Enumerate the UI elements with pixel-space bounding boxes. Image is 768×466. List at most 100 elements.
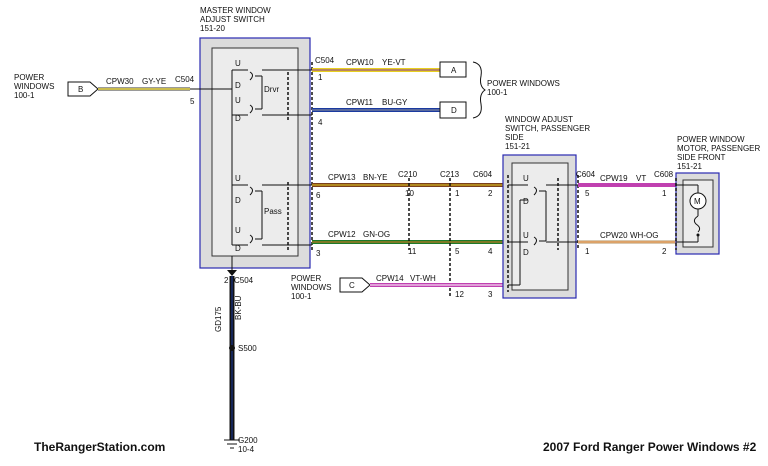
right-power-line2: 100-1	[487, 88, 508, 97]
right-power-line1: POWER WINDOWS	[487, 79, 560, 88]
tag-a-label: A	[451, 66, 457, 75]
c504-left-label: C504	[175, 75, 195, 84]
motor-c608-label: C608	[654, 170, 674, 179]
master-switch-title-3: 151-20	[200, 24, 225, 33]
drvr-u-label: U	[235, 59, 241, 68]
pass-sw-d: D	[523, 197, 529, 206]
master-window-switch: MASTER WINDOW ADJUST SWITCH 151-20 U D U…	[190, 6, 335, 285]
master-switch-title-1: MASTER WINDOW	[200, 6, 271, 15]
ground-circuit: GD175 BK-BU S500 G200 10-4	[214, 256, 258, 454]
ground-ref: 10-4	[238, 445, 255, 454]
pass-pin-dn: 4	[488, 247, 493, 256]
cpw20-color: WH-OG	[630, 231, 658, 240]
c210-pin-up: 10	[405, 189, 414, 198]
pass-sw-d2: D	[523, 248, 529, 257]
motor-title-4: 151-21	[677, 162, 702, 171]
mid-power-line1: POWER	[291, 274, 321, 283]
inline-connector-c213: C213 1 5 12	[440, 170, 464, 299]
motor-pin-2: 2	[662, 247, 667, 256]
mid-power-line3: 100-1	[291, 292, 312, 301]
pass-switch-title-2: SWITCH, PASSENGER	[505, 124, 590, 133]
connector-tag-a	[439, 61, 467, 78]
pass-switch-title-1: WINDOW ADJUST	[505, 115, 573, 124]
c210-pin-dn: 11	[408, 247, 417, 256]
left-power-line2: WINDOWS	[14, 82, 54, 91]
cpw19-color: VT	[636, 174, 646, 183]
pass-pin-out-up: 5	[585, 189, 590, 198]
wire-cpw12: CPW12 GN-OG	[312, 230, 508, 244]
left-power-line1: POWER	[14, 73, 44, 82]
ground-id: G200	[238, 436, 258, 445]
pass-u2-label: U	[235, 226, 241, 235]
pass-c604-out-label: C604	[576, 170, 596, 179]
wire-cpw13: CPW13 BN-YE	[312, 173, 508, 187]
pass-switch-title-4: 151-21	[505, 142, 530, 151]
c213-pin-up: 1	[455, 189, 460, 198]
cpw13-color: BN-YE	[363, 173, 387, 182]
pass-d2-label: D	[235, 244, 241, 253]
motor-m-label: M	[694, 197, 701, 206]
drvr-d-label: D	[235, 81, 241, 90]
pass-d-label: D	[235, 196, 241, 205]
pass-pin-up: 2	[488, 189, 493, 198]
c504-right-label: C504	[315, 56, 335, 65]
tag-b-label: B	[78, 85, 83, 94]
mid-power-line2: WINDOWS	[291, 283, 331, 292]
master-switch-body	[211, 47, 299, 257]
cpw10-circuit: CPW10	[346, 58, 374, 67]
c504-gnd-label: C504	[234, 276, 254, 285]
splice-label: S500	[238, 344, 257, 353]
pass-pin-out-dn: 1	[585, 247, 590, 256]
connector-tag-d	[439, 101, 467, 119]
cpw10-color: YE-VT	[382, 58, 406, 67]
tag-c-label: C	[349, 281, 355, 290]
wire-cpw10: CPW10 YE-VT A	[312, 58, 467, 78]
c210-label: C210	[398, 170, 418, 179]
connector-tag-b	[67, 81, 99, 97]
mid-power-ref: POWER WINDOWS 100-1 C	[291, 274, 371, 301]
pass-label: Pass	[264, 207, 282, 216]
left-power-ref: POWER WINDOWS 100-1 B CPW30 GY-YE C504	[14, 73, 195, 100]
pin-1: 1	[318, 73, 323, 82]
gd175-circuit: GD175	[214, 306, 223, 332]
pass-switch-title-3: SIDE	[505, 133, 524, 142]
drvr-d2-label: D	[235, 114, 241, 123]
splice-s500	[229, 345, 235, 351]
brace	[472, 61, 486, 119]
cpw20-circuit: CPW20	[600, 231, 628, 240]
cpw30-circuit: CPW30	[106, 77, 134, 86]
motor-title-2: MOTOR, PASSENGER	[677, 144, 760, 153]
cpw30-color: GY-YE	[142, 77, 166, 86]
pass-sw-u2: U	[523, 231, 529, 240]
master-switch-title-2: ADJUST SWITCH	[200, 15, 265, 24]
pin-2: 2	[224, 276, 229, 285]
wire-cpw14: CPW14 VT-WH	[370, 274, 508, 287]
left-power-line3: 100-1	[14, 91, 35, 100]
cpw12-color: GN-OG	[363, 230, 390, 239]
cpw13-circuit: CPW13	[328, 173, 356, 182]
c213-label: C213	[440, 170, 460, 179]
motor-title-3: SIDE FRONT	[677, 153, 726, 162]
pass-u-label: U	[235, 174, 241, 183]
c213-pin-dn: 5	[455, 247, 460, 256]
c213-pin-pwr: 12	[455, 290, 464, 299]
pass-sw-u: U	[523, 174, 529, 183]
tag-d-label: D	[451, 106, 457, 115]
motor-pin-1: 1	[662, 189, 667, 198]
motor-breaker	[693, 215, 701, 233]
passenger-window-switch: WINDOW ADJUST SWITCH, PASSENGER SIDE 151…	[473, 115, 596, 299]
window-motor: POWER WINDOW MOTOR, PASSENGER SIDE FRONT…	[654, 135, 760, 256]
wire-cpw19: CPW19 VT	[578, 174, 676, 187]
cpw19-circuit: CPW19	[600, 174, 628, 183]
cpw12-circuit: CPW12	[328, 230, 356, 239]
cpw14-color: VT-WH	[410, 274, 436, 283]
pin-4: 4	[318, 118, 323, 127]
inline-connector-c210: C210 10 11	[398, 170, 418, 256]
cpw11-color: BU-GY	[382, 98, 408, 107]
motor-title-1: POWER WINDOW	[677, 135, 745, 144]
cpw11-circuit: CPW11	[346, 98, 374, 107]
wire-cpw11: CPW11 BU-GY D	[312, 98, 467, 119]
gd175-color: BK-BU	[234, 295, 243, 320]
drvr-u2-label: U	[235, 96, 241, 105]
